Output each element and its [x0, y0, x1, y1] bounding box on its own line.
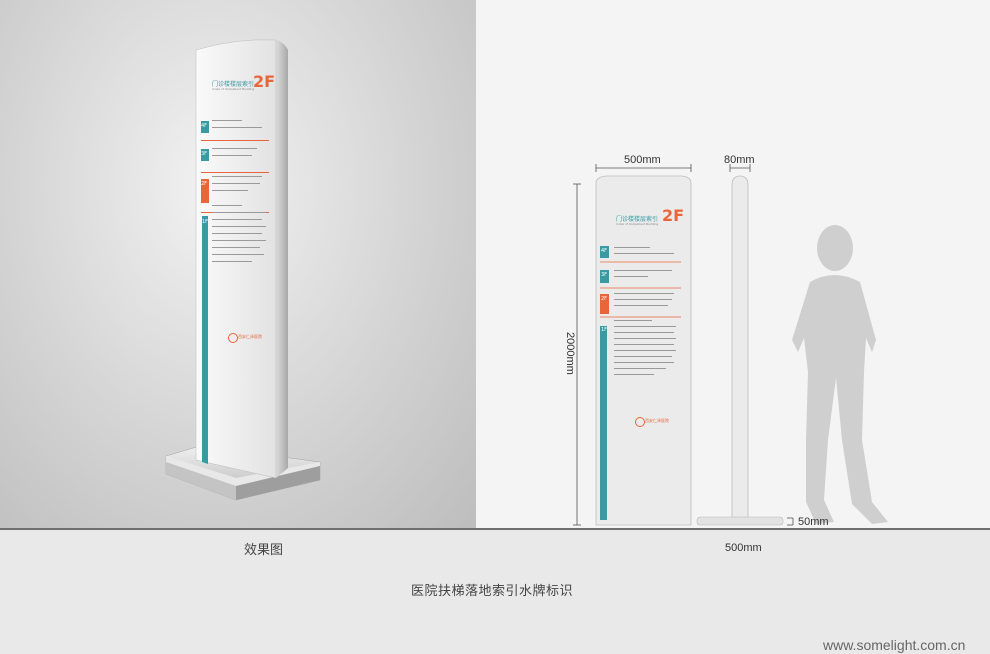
spec-floor-4f-label: 4F	[601, 248, 608, 254]
render-floor-4f-label: 4F	[201, 123, 208, 129]
render-sign-title: 门诊楼楼层索引	[212, 81, 255, 88]
render-floor-4f-line	[201, 140, 269, 141]
bottom-area	[0, 530, 990, 654]
render-floor-1f-label: 1F	[202, 219, 209, 225]
spec-floor-3f-label: 3F	[601, 272, 608, 278]
spec-drawing	[573, 164, 888, 545]
dim-height-label: 2000mm	[564, 332, 576, 375]
render-logo-text: 西安仁泽医院	[238, 334, 262, 339]
spec-floor-badge: 2F	[662, 206, 685, 225]
spec-sign-text-lines	[614, 247, 678, 380]
spec-floor-1f-label: 1F	[601, 327, 608, 333]
render-floor-2f-label: 2F	[201, 181, 208, 187]
watermark: www.somelight.com.cn	[823, 637, 966, 653]
spec-logo	[635, 417, 645, 427]
dim-width-label: 500mm	[624, 154, 661, 166]
dim-base-width-label: 500mm	[725, 542, 762, 554]
render-logo	[228, 333, 238, 343]
dim-base-height-label: 50mm	[798, 516, 829, 528]
render-floor-3f	[201, 149, 209, 161]
main-caption: 医院扶梯落地索引水牌标识	[411, 584, 574, 599]
human-silhouette	[792, 225, 888, 524]
render-floor-3f-label: 3F	[201, 151, 208, 157]
render-floor-4f	[201, 121, 209, 133]
render-floor-2f	[201, 179, 209, 203]
spec-sign-subtitle: Index of Outpatient Building	[616, 222, 659, 226]
render-sign-text-lines	[212, 120, 268, 268]
render-sign-subtitle: Index of Outpatient Building	[212, 87, 255, 91]
render-panel: 门诊楼楼层索引 Index of Outpatient Building 2F …	[0, 0, 476, 530]
render-floor-3f-line	[201, 172, 269, 173]
spec-logo-text: 西安仁泽医院	[645, 418, 669, 423]
spec-sign-title: 门诊楼楼层索引	[616, 216, 659, 223]
dim-depth-label: 80mm	[724, 154, 755, 166]
ground-line	[0, 528, 990, 530]
spec-panel: 门诊楼楼层索引 Index of Outpatient Building 2F …	[476, 0, 990, 545]
sign-render-illustration	[165, 39, 321, 501]
render-floor-badge: 2F	[253, 72, 276, 91]
render-caption: 效果图	[244, 543, 284, 558]
spec-floor-2f-label: 2F	[601, 296, 608, 302]
